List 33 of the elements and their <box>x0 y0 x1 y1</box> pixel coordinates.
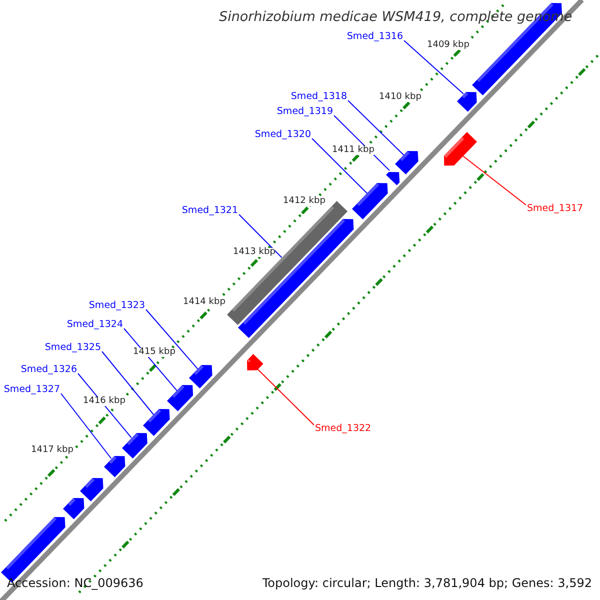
leader-line <box>256 368 314 426</box>
gene-label: Smed_1322 <box>315 424 372 434</box>
gene-label: Smed_1320 <box>254 130 311 140</box>
tick-label: 1412 kbp <box>283 197 326 206</box>
footer-text: Accession: NC_009636 <box>7 577 144 589</box>
leader-line <box>348 100 405 156</box>
gene-label: Smed_1325 <box>44 343 101 352</box>
gene-label: Smed_1316 <box>346 32 403 42</box>
tick-label: 1415 kbp <box>133 348 176 357</box>
leader-line <box>404 40 464 94</box>
leader-line <box>146 309 198 370</box>
tick-label: 1414 kbp <box>183 298 226 307</box>
tick-label: 1411 kbp <box>332 146 374 155</box>
gene-label: Smed_1317 <box>527 204 584 214</box>
title: Sinorhizobium medicae WSM419, complete genome <box>219 11 572 24</box>
leader-line <box>238 214 282 258</box>
leader-line <box>124 328 178 392</box>
gene-label: Smed_1327 <box>4 385 60 394</box>
gene-label: Smed_1321 <box>182 206 238 216</box>
tick-label: 1416 kbp <box>83 397 126 406</box>
tick-label: 1417 kbp <box>31 446 74 455</box>
tick-label: 1410 kbp <box>379 93 422 102</box>
tick-label: 1413 kbp <box>233 248 276 257</box>
gene-label: Smed_1323 <box>88 301 145 310</box>
gene-label: Smed_1324 <box>66 320 123 330</box>
leader-line <box>60 393 112 459</box>
gene-label: Smed_1318 <box>290 92 347 102</box>
leader-line <box>462 156 526 206</box>
gene-label: Smed_1326 <box>20 365 77 374</box>
gene-label: Smed_1319 <box>276 107 333 116</box>
leader-line <box>102 351 154 416</box>
leader-line <box>312 138 368 194</box>
footer-text: Topology: circular; Length: 3,781,904 bp; Genes: 3,592 <box>262 577 592 589</box>
